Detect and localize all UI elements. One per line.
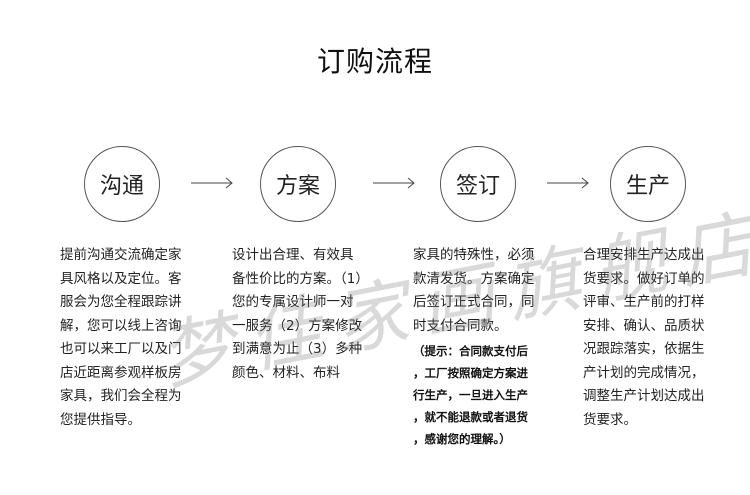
step-description-sign: 家具的特殊性，必须 款清发货。方案确定 后签订正式合同，同 时支付合同款。 [413,247,535,334]
arrow-right-icon [373,177,415,189]
step-description-plan: 设计出合理、有效具 备性价比的方案。（1） 您的专属设计师一对 一服务（2）方案… [232,247,369,381]
step-label: 方案 [275,174,320,199]
arrow-right-icon [191,177,233,189]
step-label: 生产 [625,174,670,199]
contract-note: （提示：合同款支付后 ，工厂按照确定方案进 行生产，一旦进入生产 ，就不能退款或… [413,344,528,446]
step-sign: 签订 [440,146,516,222]
arrow-right-icon [547,177,589,189]
step-label: 沟通 [99,174,144,199]
step-description-produce: 合理安排生产达成出 货要求。做好订单的 评审、生产前的打样 安排、确认、品质状 … [583,247,705,428]
step-description-communicate: 提前沟通交流确定家 具风格以及定位。客 服会为您全程跟踪讲 解，您可以线上咨询 … [60,247,182,428]
page-title: 订购流程 [316,45,433,78]
step-plan: 方案 [260,146,336,222]
step-communicate: 沟通 [84,146,160,222]
step-produce: 生产 [610,146,686,222]
step-label: 签订 [455,174,500,199]
